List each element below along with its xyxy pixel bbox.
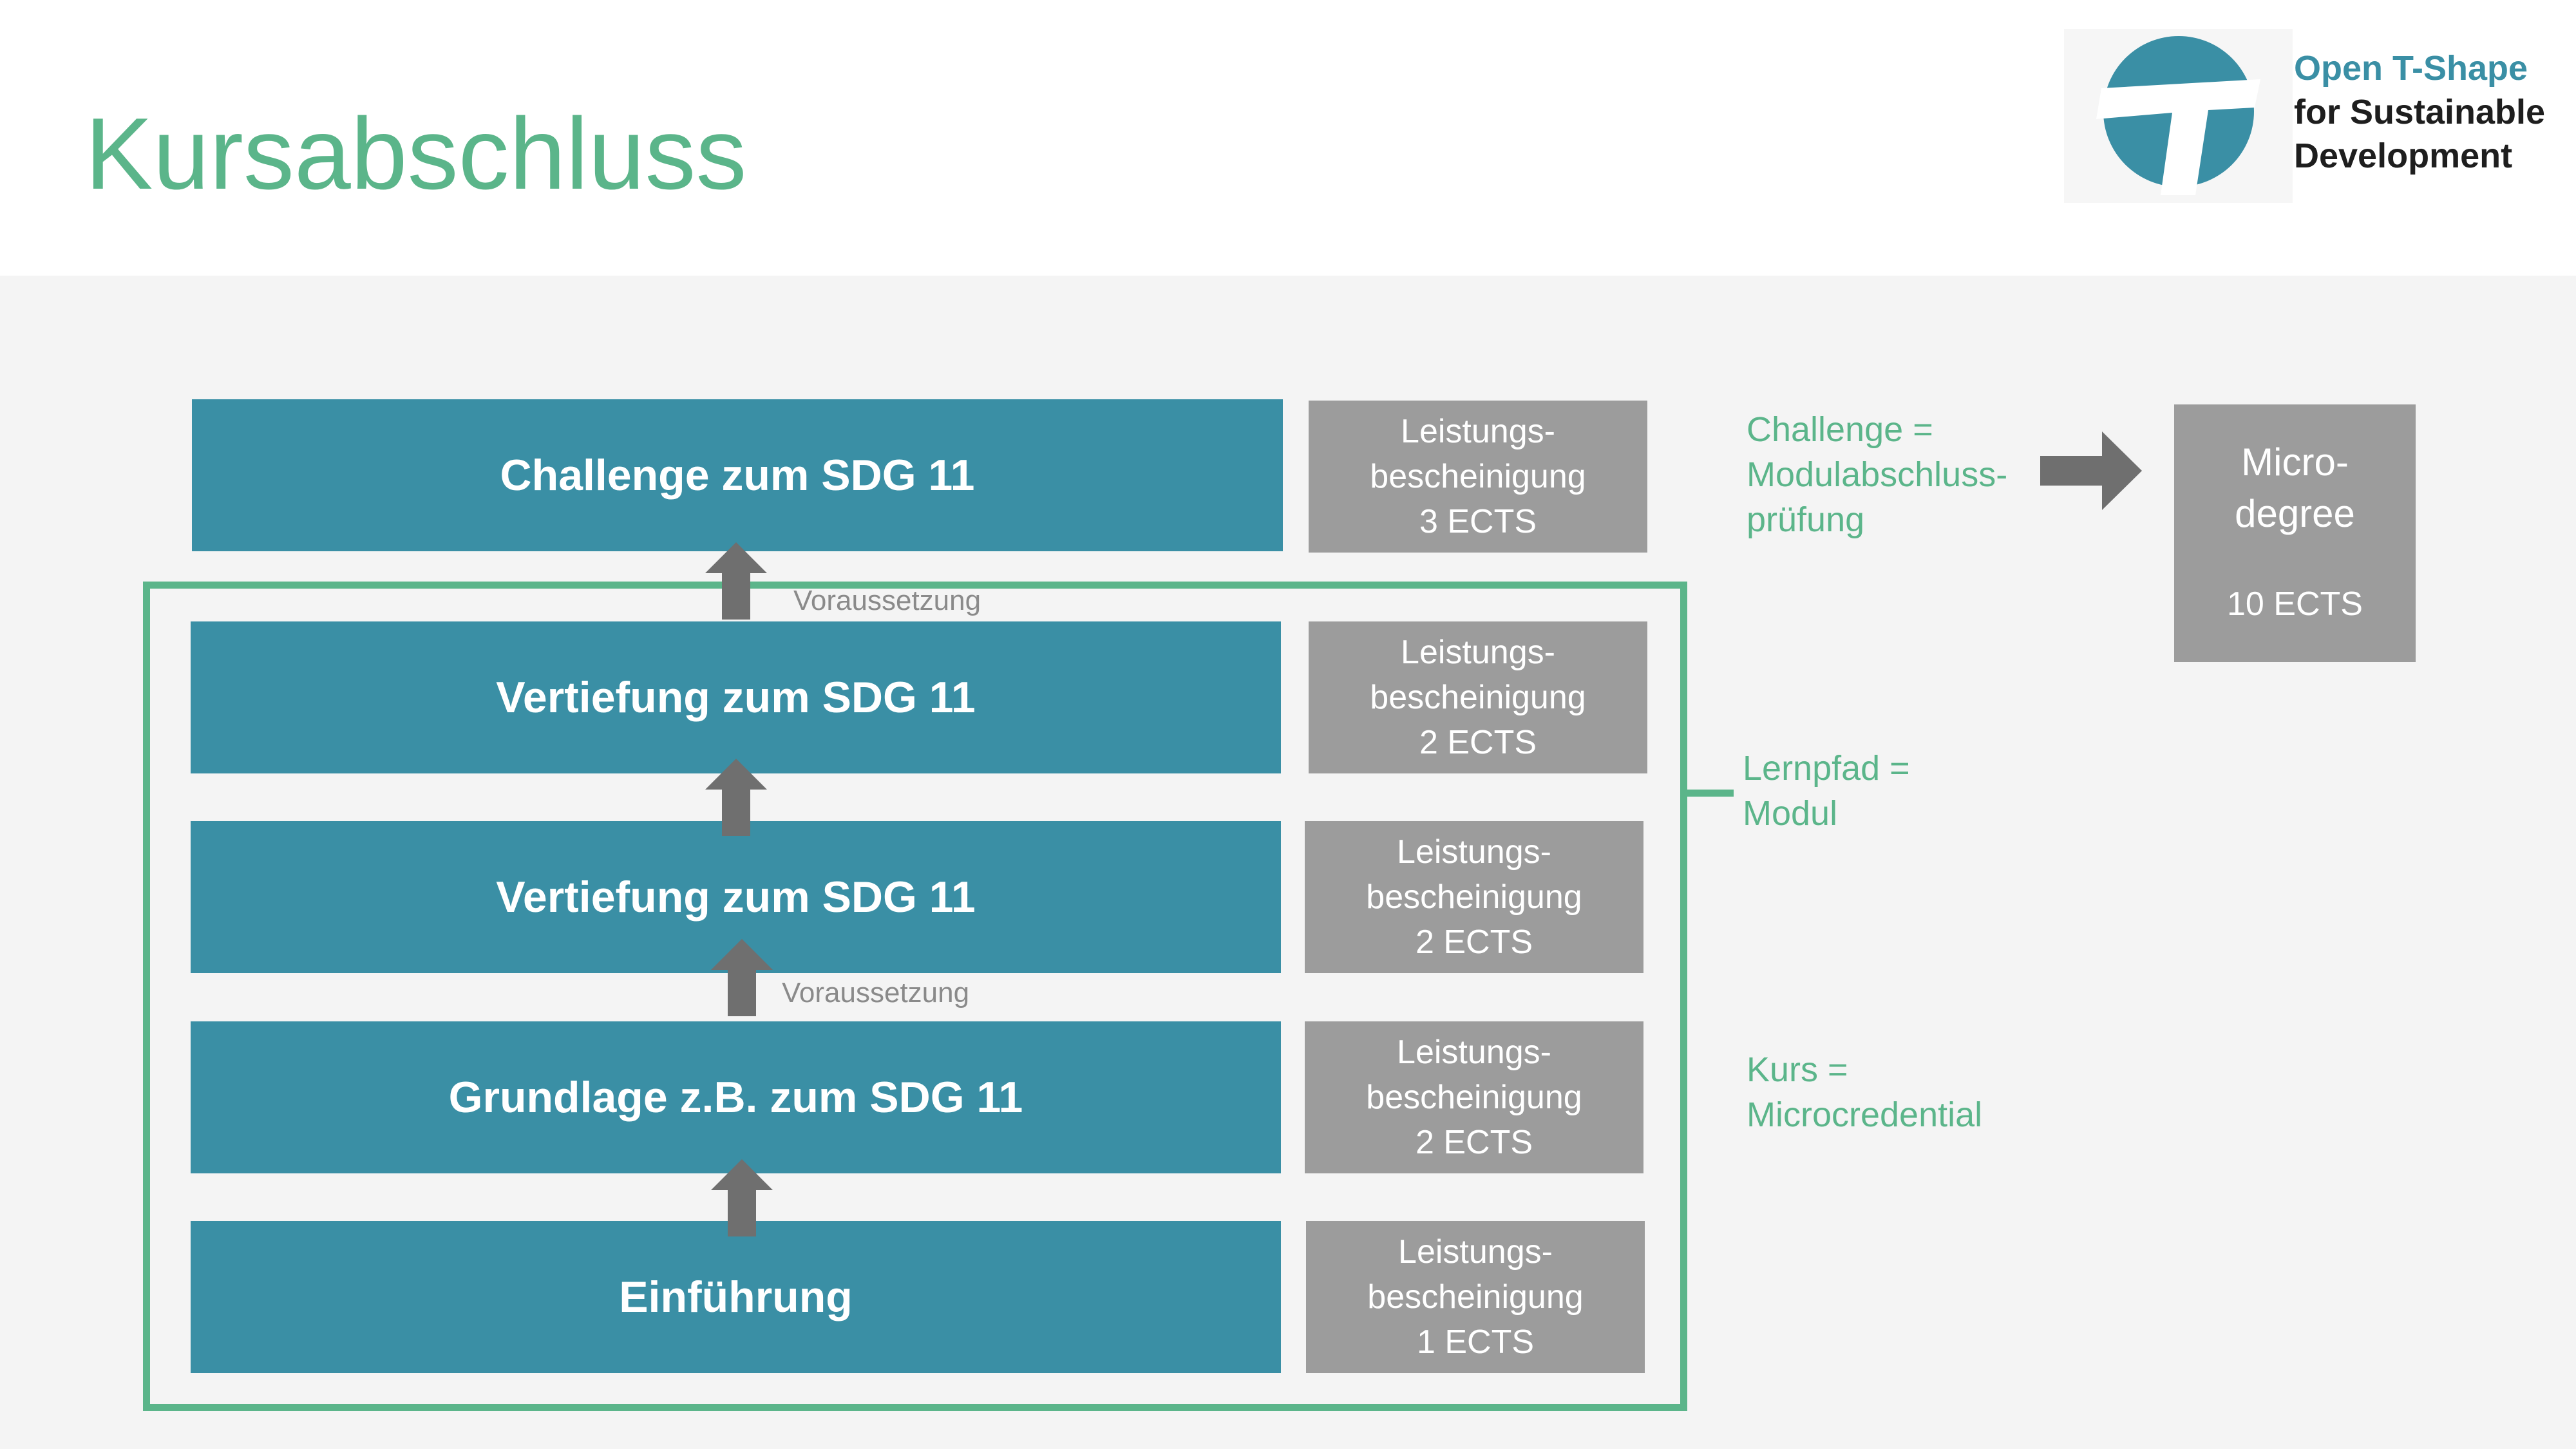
grundlage-box: Grundlage z.B. zum SDG 11 bbox=[191, 1021, 1281, 1173]
certificate-box-grundlage: Leistungs- bescheinigung 2 ECTS bbox=[1305, 1021, 1643, 1173]
note-line: prüfung bbox=[1747, 500, 1865, 539]
challenge-box: Challenge zum SDG 11 bbox=[192, 399, 1283, 551]
microdegree-line-2: degree bbox=[2235, 492, 2355, 535]
challenge-note: Challenge = Modulabschluss- prüfung bbox=[1747, 407, 2007, 542]
certificate-line: bescheinigung bbox=[1370, 458, 1586, 495]
logo-line-2: for Sustainable bbox=[2294, 93, 2546, 131]
certificate-line: bescheinigung bbox=[1366, 878, 1582, 916]
vertiefung-box-1: Vertiefung zum SDG 11 bbox=[191, 621, 1281, 773]
einfuehrung-box: Einführung bbox=[191, 1221, 1281, 1373]
certificate-box-vertiefung-2: Leistungs- bescheinigung 2 ECTS bbox=[1305, 821, 1643, 973]
logo-wordmark: Open T-Shape for Sustainable Development bbox=[2294, 46, 2545, 178]
note-line: Microcredential bbox=[1747, 1095, 1983, 1134]
note-line: Lernpfad = bbox=[1743, 749, 1910, 788]
microdegree-line-1: Micro- bbox=[2241, 440, 2349, 484]
grundlage-label: Grundlage z.B. zum SDG 11 bbox=[448, 1073, 1023, 1122]
logo-line-3: Development bbox=[2294, 137, 2513, 175]
certificate-box-einfuehrung: Leistungs- bescheinigung 1 ECTS bbox=[1306, 1221, 1645, 1373]
microdegree-box: Micro- degree 10 ECTS bbox=[2174, 404, 2416, 662]
note-line: Modulabschluss- bbox=[1747, 455, 2008, 494]
certificate-line: bescheinigung bbox=[1366, 1079, 1582, 1116]
lernpfad-note: Lernpfad = Modul bbox=[1743, 746, 1910, 836]
certificate-ects: 1 ECTS bbox=[1416, 1323, 1535, 1361]
kurs-note: Kurs = Microcredential bbox=[1747, 1047, 1982, 1137]
certificate-ects: 2 ECTS bbox=[1415, 1124, 1533, 1161]
prerequisite-label-middle: Voraussetzung bbox=[782, 977, 970, 1009]
t-shape-logo-icon bbox=[2064, 29, 2293, 203]
vertiefung-label-1: Vertiefung zum SDG 11 bbox=[496, 673, 976, 722]
certificate-line: Leistungs- bbox=[1397, 1034, 1551, 1071]
microdegree-ects: 10 ECTS bbox=[2227, 585, 2363, 623]
note-line: Kurs = bbox=[1747, 1050, 1848, 1089]
up-arrow-icon bbox=[711, 939, 773, 1016]
learning-path-frame bbox=[143, 582, 1687, 1411]
note-line: Challenge = bbox=[1747, 410, 1933, 449]
certificate-line: Leistungs- bbox=[1397, 833, 1551, 871]
certificate-ects: 3 ECTS bbox=[1419, 503, 1537, 540]
certificate-line: bescheinigung bbox=[1370, 679, 1586, 716]
prerequisite-label-top: Voraussetzung bbox=[793, 585, 981, 616]
up-arrow-icon bbox=[705, 759, 767, 836]
up-arrow-icon bbox=[711, 1159, 773, 1236]
certificate-line: bescheinigung bbox=[1367, 1278, 1584, 1316]
certificate-ects: 2 ECTS bbox=[1419, 724, 1537, 761]
certificate-line: Leistungs- bbox=[1398, 1233, 1553, 1271]
slide-title: Kursabschluss bbox=[85, 97, 747, 211]
certificate-box-challenge: Leistungs- bescheinigung 3 ECTS bbox=[1309, 401, 1647, 553]
certificate-ects: 2 ECTS bbox=[1415, 923, 1533, 961]
certificate-box-vertiefung-1: Leistungs- bescheinigung 2 ECTS bbox=[1309, 621, 1647, 773]
challenge-label: Challenge zum SDG 11 bbox=[500, 451, 975, 500]
logo-line-1: Open T-Shape bbox=[2294, 49, 2528, 88]
note-line: Modul bbox=[1743, 794, 1838, 833]
einfuehrung-label: Einführung bbox=[619, 1273, 853, 1321]
certificate-line: Leistungs- bbox=[1401, 634, 1555, 671]
right-arrow-icon bbox=[2040, 431, 2142, 510]
learning-path-connector bbox=[1687, 790, 1734, 797]
vertiefung-label-2: Vertiefung zum SDG 11 bbox=[496, 873, 976, 922]
certificate-line: Leistungs- bbox=[1401, 413, 1555, 450]
up-arrow-icon bbox=[705, 542, 767, 620]
